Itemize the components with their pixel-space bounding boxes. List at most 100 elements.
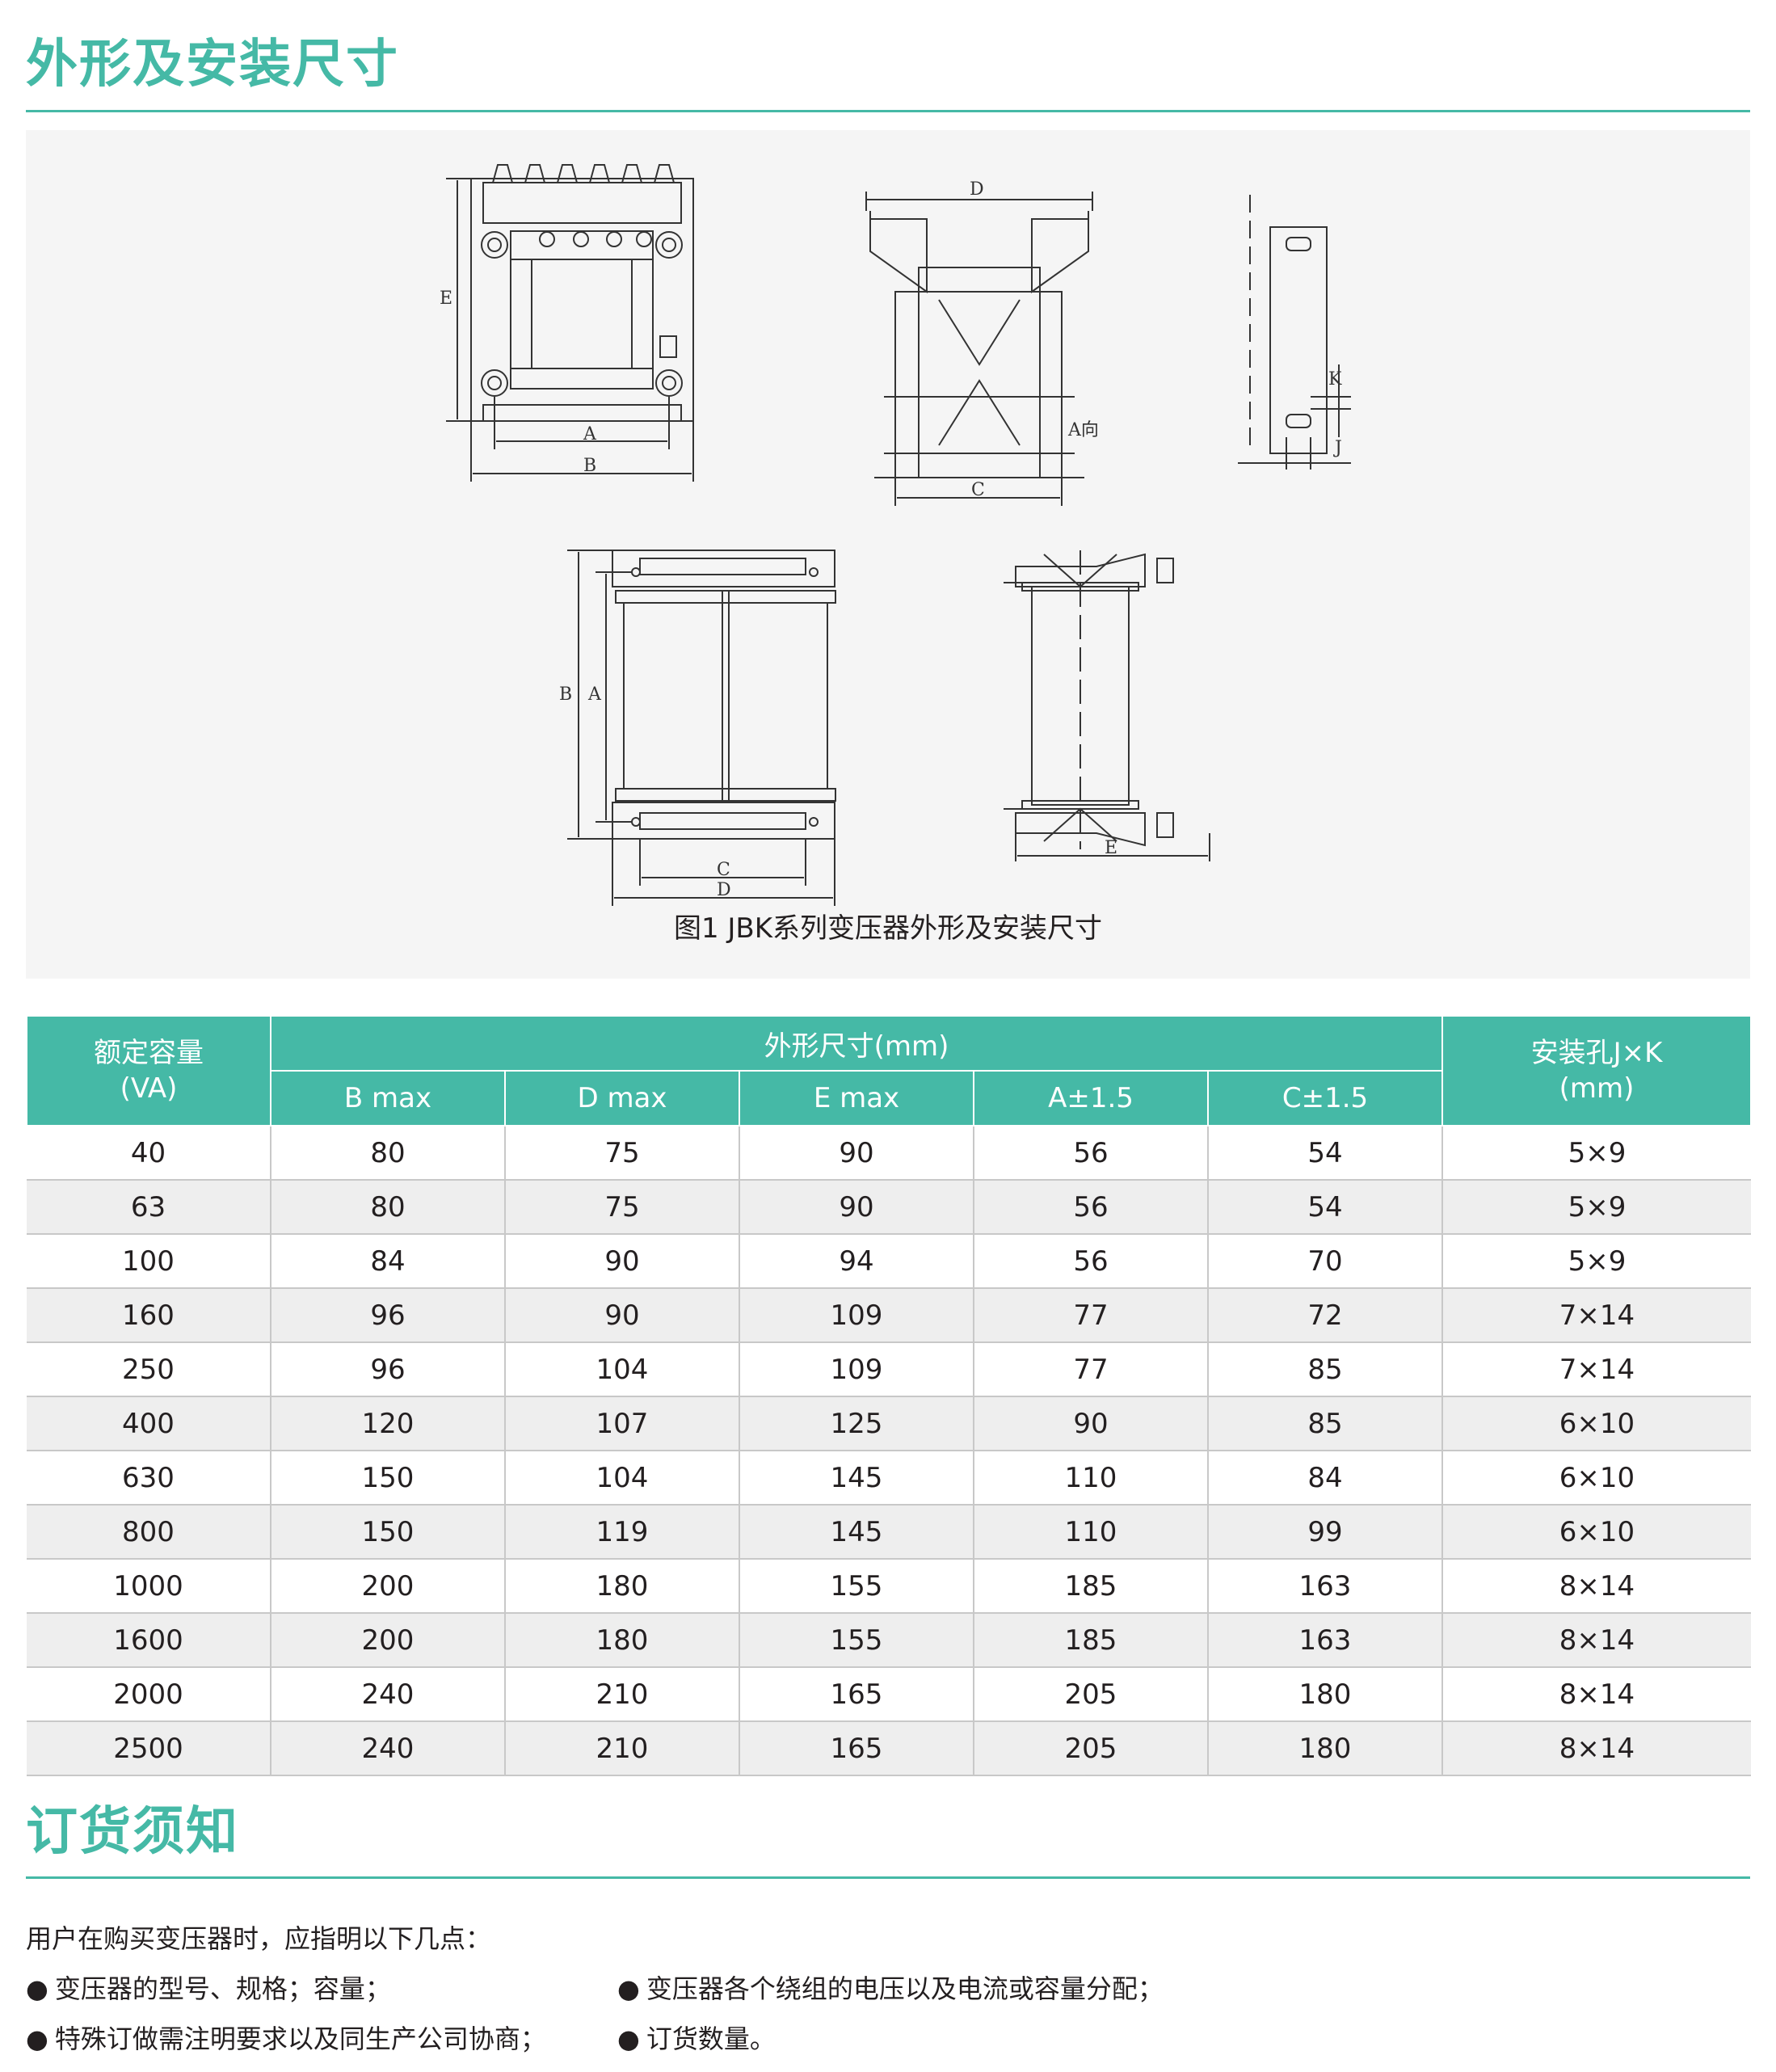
table-cell: 75 xyxy=(505,1180,740,1235)
table-cell: 109 xyxy=(739,1288,974,1343)
table-cell: 90 xyxy=(505,1234,740,1289)
label-d-double: D xyxy=(717,880,731,900)
side-view xyxy=(865,192,1093,506)
table-cell: 109 xyxy=(739,1342,974,1397)
table-cell: 205 xyxy=(974,1721,1209,1776)
table-cell: 200 xyxy=(271,1559,506,1614)
table-cell: 8×14 xyxy=(1442,1667,1751,1722)
figure-panel: A B E D C A向 K J B A C D E 图1 JBK系列变压器外形… xyxy=(26,130,1750,979)
table-cell: 84 xyxy=(1208,1451,1443,1506)
table-cell: 163 xyxy=(1208,1613,1443,1668)
bullet-text: 变压器的型号、规格；容量； xyxy=(54,1973,391,2004)
table-cell: 180 xyxy=(1208,1721,1443,1776)
section-rule xyxy=(26,110,1750,112)
header-rated-capacity-line2: (VA) xyxy=(120,1072,178,1105)
header-mounting-hole: 安装孔J×K (mm) xyxy=(1441,1015,1752,1127)
table-cell: 150 xyxy=(271,1451,506,1506)
label-b-front: B xyxy=(583,456,596,476)
table-cell: 180 xyxy=(505,1613,740,1668)
table-cell: 110 xyxy=(974,1505,1209,1560)
table-cell: 6×10 xyxy=(1442,1396,1751,1451)
header-b-max: B max xyxy=(270,1070,506,1127)
table-cell: 54 xyxy=(1208,1180,1443,1235)
header-c-tol: C±1.5 xyxy=(1207,1070,1443,1127)
section-title-dimensions: 外形及安装尺寸 xyxy=(26,35,399,95)
double-coil-side-view xyxy=(1004,550,1210,861)
table-cell: 145 xyxy=(739,1505,974,1560)
table-cell: 104 xyxy=(505,1342,740,1397)
label-c-double: C xyxy=(717,860,730,880)
label-a-front: A xyxy=(583,424,597,444)
label-j-end: J xyxy=(1333,438,1342,458)
table-cell: 205 xyxy=(974,1667,1209,1722)
table-cell: 165 xyxy=(739,1721,974,1776)
bullet-quantity: ●订货数量。 xyxy=(617,2019,776,2056)
bullet-text: 变压器各个绕组的电压以及电流或容量分配； xyxy=(646,1973,1164,2004)
table-cell: 150 xyxy=(271,1505,506,1560)
table-cell: 160 xyxy=(27,1288,271,1343)
table-cell: 8×14 xyxy=(1442,1721,1751,1776)
table-cell: 5×9 xyxy=(1442,1234,1751,1289)
table-cell: 1000 xyxy=(27,1559,271,1614)
bullet-voltage-current: ●变压器各个绕组的电压以及电流或容量分配； xyxy=(617,1969,1164,2006)
table-cell: 7×14 xyxy=(1442,1288,1751,1343)
table-cell: 85 xyxy=(1208,1396,1443,1451)
table-cell: 155 xyxy=(739,1559,974,1614)
table-cell: 77 xyxy=(974,1342,1209,1397)
table-cell: 120 xyxy=(271,1396,506,1451)
label-a-double: A xyxy=(587,684,602,705)
double-coil-view xyxy=(567,550,836,906)
table-cell: 107 xyxy=(505,1396,740,1451)
table-cell: 94 xyxy=(739,1234,974,1289)
bullet-text: 订货数量。 xyxy=(646,2024,776,2054)
bullet-custom-order: ●特殊订做需注明要求以及同生产公司协商； xyxy=(26,2019,546,2056)
table-cell: 250 xyxy=(27,1342,271,1397)
ordering-intro: 用户在购买变压器时，应指明以下几点： xyxy=(26,1923,492,1954)
table-cell: 185 xyxy=(974,1613,1209,1668)
table-cell: 180 xyxy=(505,1559,740,1614)
table-cell: 163 xyxy=(1208,1559,1443,1614)
bullet-dot: ● xyxy=(617,2024,640,2054)
table-cell: 155 xyxy=(739,1613,974,1668)
table-cell: 5×9 xyxy=(1442,1180,1751,1235)
bullet-dot: ● xyxy=(617,1973,640,2004)
table-cell: 90 xyxy=(505,1288,740,1343)
table-cell: 56 xyxy=(974,1180,1209,1235)
table-cell: 7×14 xyxy=(1442,1342,1751,1397)
table-cell: 210 xyxy=(505,1667,740,1722)
table-cell: 185 xyxy=(974,1559,1209,1614)
table-cell: 200 xyxy=(271,1613,506,1668)
front-view xyxy=(446,164,694,482)
bullet-model-spec: ●变压器的型号、规格；容量； xyxy=(26,1969,391,2006)
table-cell: 6×10 xyxy=(1442,1451,1751,1506)
table-cell: 80 xyxy=(271,1180,506,1235)
table-cell: 90 xyxy=(739,1126,974,1181)
header-rated-capacity-line1: 额定容量 xyxy=(94,1037,204,1069)
table-cell: 63 xyxy=(27,1180,271,1235)
table-cell: 110 xyxy=(974,1451,1209,1506)
table-cell: 240 xyxy=(271,1721,506,1776)
header-d-max: D max xyxy=(504,1070,740,1127)
table-cell: 5×9 xyxy=(1442,1126,1751,1181)
header-rated-capacity: 额定容量 (VA) xyxy=(26,1015,271,1127)
table-cell: 96 xyxy=(271,1342,506,1397)
table-cell: 145 xyxy=(739,1451,974,1506)
dimension-table: 额定容量 (VA) 外形尺寸(mm) 安装孔J×K (mm) B max D m… xyxy=(26,1015,1752,1776)
header-mounting-hole-line1: 安装孔J×K xyxy=(1530,1037,1663,1069)
label-e-front: E xyxy=(440,288,452,309)
header-a-tol: A±1.5 xyxy=(973,1070,1209,1127)
section-title-ordering: 订货须知 xyxy=(26,1802,239,1862)
label-a-dir: A向 xyxy=(1067,420,1099,440)
transformer-drawing: A B E D C A向 K J B A C D E xyxy=(440,164,1351,906)
label-k-end: K xyxy=(1328,369,1342,390)
